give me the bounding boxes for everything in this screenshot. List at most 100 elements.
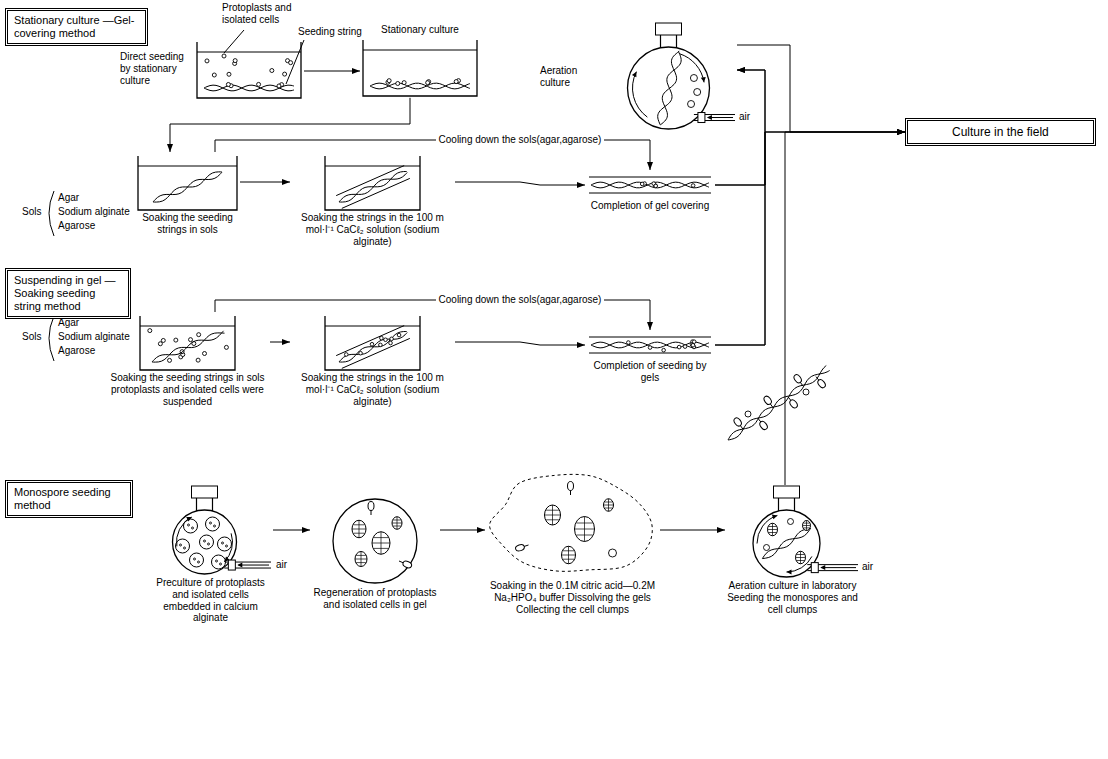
drawing-stroke: [325, 326, 420, 327]
cell-dot: [197, 333, 201, 337]
alginate-bead: [206, 517, 220, 531]
flask-cap: [656, 23, 682, 35]
stage-drawing: [360, 36, 480, 98]
cell-dot: [803, 389, 809, 395]
drawing-stroke: [545, 505, 561, 525]
drawing-stroke: [604, 499, 614, 512]
flask-body: [173, 510, 237, 574]
drawing-stroke: [803, 521, 811, 531]
germling: [788, 398, 798, 409]
drawing-stroke: [197, 42, 301, 98]
cell-dot: [788, 519, 794, 525]
cell-dot: [677, 345, 681, 349]
drawing-stroke: [197, 498, 213, 511]
flow-arrow: [715, 132, 905, 185]
germling: [733, 417, 743, 428]
alginate-bead: [190, 553, 204, 567]
cell-dot: [220, 563, 222, 565]
germling: [758, 420, 768, 431]
flow-arrow: [715, 70, 765, 345]
cell-dot: [194, 558, 196, 560]
drawing-stroke: [589, 337, 711, 338]
cell-clump: [575, 517, 595, 542]
alginate-bead: [218, 537, 232, 551]
drawing-stroke: [152, 331, 224, 362]
drawing-stroke: [138, 156, 237, 210]
cell-dot: [370, 342, 374, 346]
drawing-stroke: [787, 556, 812, 572]
callout-label: Protoplasts and isolated cells: [222, 2, 304, 26]
flask-cap: [192, 486, 218, 498]
cell-clump: [562, 546, 576, 564]
drawing-stroke: [796, 551, 806, 564]
stage-illustration: Completion of seeding by gels: [585, 330, 715, 384]
stage-drawing: [148, 485, 273, 577]
drawing-stroke: [336, 326, 404, 356]
cell-dot: [289, 61, 293, 65]
air-tube-joint: [228, 560, 235, 570]
drawing-stroke: [138, 166, 237, 167]
cell-dot: [222, 542, 224, 544]
flow-arrow: [440, 530, 485, 531]
caption-text: Preculture of protoplasts and isolated c…: [148, 577, 273, 624]
cell-dot: [691, 184, 695, 188]
cell-dot: [205, 59, 209, 63]
cell-clump: [392, 517, 402, 530]
edge-label: Cooling down the sols(agar,agarose): [436, 134, 605, 146]
cell-dot: [184, 547, 186, 549]
stage-illustration: Completion of gel covering: [585, 170, 715, 212]
drawing-stroke: [339, 332, 407, 363]
drawing-stroke: [363, 49, 477, 50]
drawing-stroke: [633, 72, 648, 117]
cell-dot: [745, 411, 751, 417]
gel-bead: [333, 499, 417, 583]
cell-dot: [384, 338, 388, 342]
cell-dot: [764, 545, 770, 551]
drawing-stroke: [342, 178, 410, 208]
flow-arrow: [715, 132, 905, 345]
cell-dot: [690, 75, 697, 82]
cell-dot: [692, 340, 696, 344]
cell-dot: [203, 352, 207, 356]
cell-dot: [188, 524, 190, 526]
cell-dot: [379, 343, 383, 347]
cell-dot: [387, 78, 391, 82]
drawing-stroke: [392, 517, 402, 530]
drawing-stroke: [363, 40, 477, 96]
arrow-head: [632, 72, 636, 78]
drawing-stroke: [658, 51, 681, 125]
cell-dot: [192, 527, 194, 529]
drawing-stroke: [591, 182, 709, 188]
cell-dot: [344, 353, 348, 357]
stage-illustration: Soaking the strings in the 100 m mol·l⁻¹…: [290, 312, 455, 407]
cell-dot: [627, 341, 631, 345]
arrow-head: [701, 77, 706, 82]
stage-illustration: Soaking the strings in the 100 m mol·l⁻¹…: [290, 152, 455, 247]
germling: [368, 502, 374, 511]
flow-arrow: [737, 45, 905, 132]
cell-dot: [216, 560, 218, 562]
drawing-stroke: [140, 316, 235, 370]
stage-drawing: [585, 330, 715, 360]
callout-label: Agarose: [58, 345, 95, 357]
drawing-stroke: [370, 83, 470, 89]
flask-body: [753, 510, 820, 577]
cell-dot: [648, 346, 652, 350]
callout-label: Sols: [22, 331, 41, 343]
flow-arrow: [455, 182, 585, 185]
stage-drawing: [194, 38, 304, 100]
arrow-head: [186, 517, 192, 521]
cell-dot: [224, 345, 228, 349]
stage-drawing: [612, 22, 737, 132]
drawing-stroke: [591, 182, 709, 188]
drawing-stroke: [325, 316, 420, 370]
cell-dot: [214, 525, 216, 527]
method-header-box: Suspending in gel —Soaking seeding strin…: [5, 268, 131, 319]
germling: [793, 373, 803, 384]
edge-label: Cooling down the sols(agar,agarose): [436, 294, 605, 306]
callout-label: Agarose: [58, 220, 95, 232]
callout-label: air: [862, 561, 873, 573]
drawing-stroke: [238, 565, 269, 566]
cell-dot: [161, 338, 165, 342]
stage-illustration: Preculture of protoplasts and isolated c…: [148, 485, 273, 624]
